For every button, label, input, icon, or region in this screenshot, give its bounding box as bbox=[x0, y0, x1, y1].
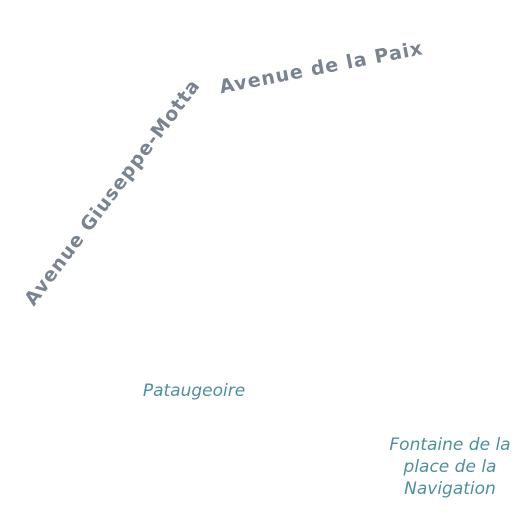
street-label-avenue-giuseppe-motta: Avenue Giuseppe-Motta bbox=[20, 74, 205, 310]
street-label-avenue-de-la-paix: Avenue de la Paix bbox=[217, 37, 426, 99]
poi-label-fontaine-place-navigation[interactable]: Fontaine de la place de la Navigation bbox=[378, 434, 512, 500]
poi-label-line: Navigation bbox=[404, 479, 496, 499]
poi-label-line: Fontaine de la bbox=[389, 435, 511, 455]
poi-label-pataugeoire[interactable]: Pataugeoire bbox=[142, 381, 246, 401]
poi-label-line: place de la bbox=[403, 457, 497, 477]
